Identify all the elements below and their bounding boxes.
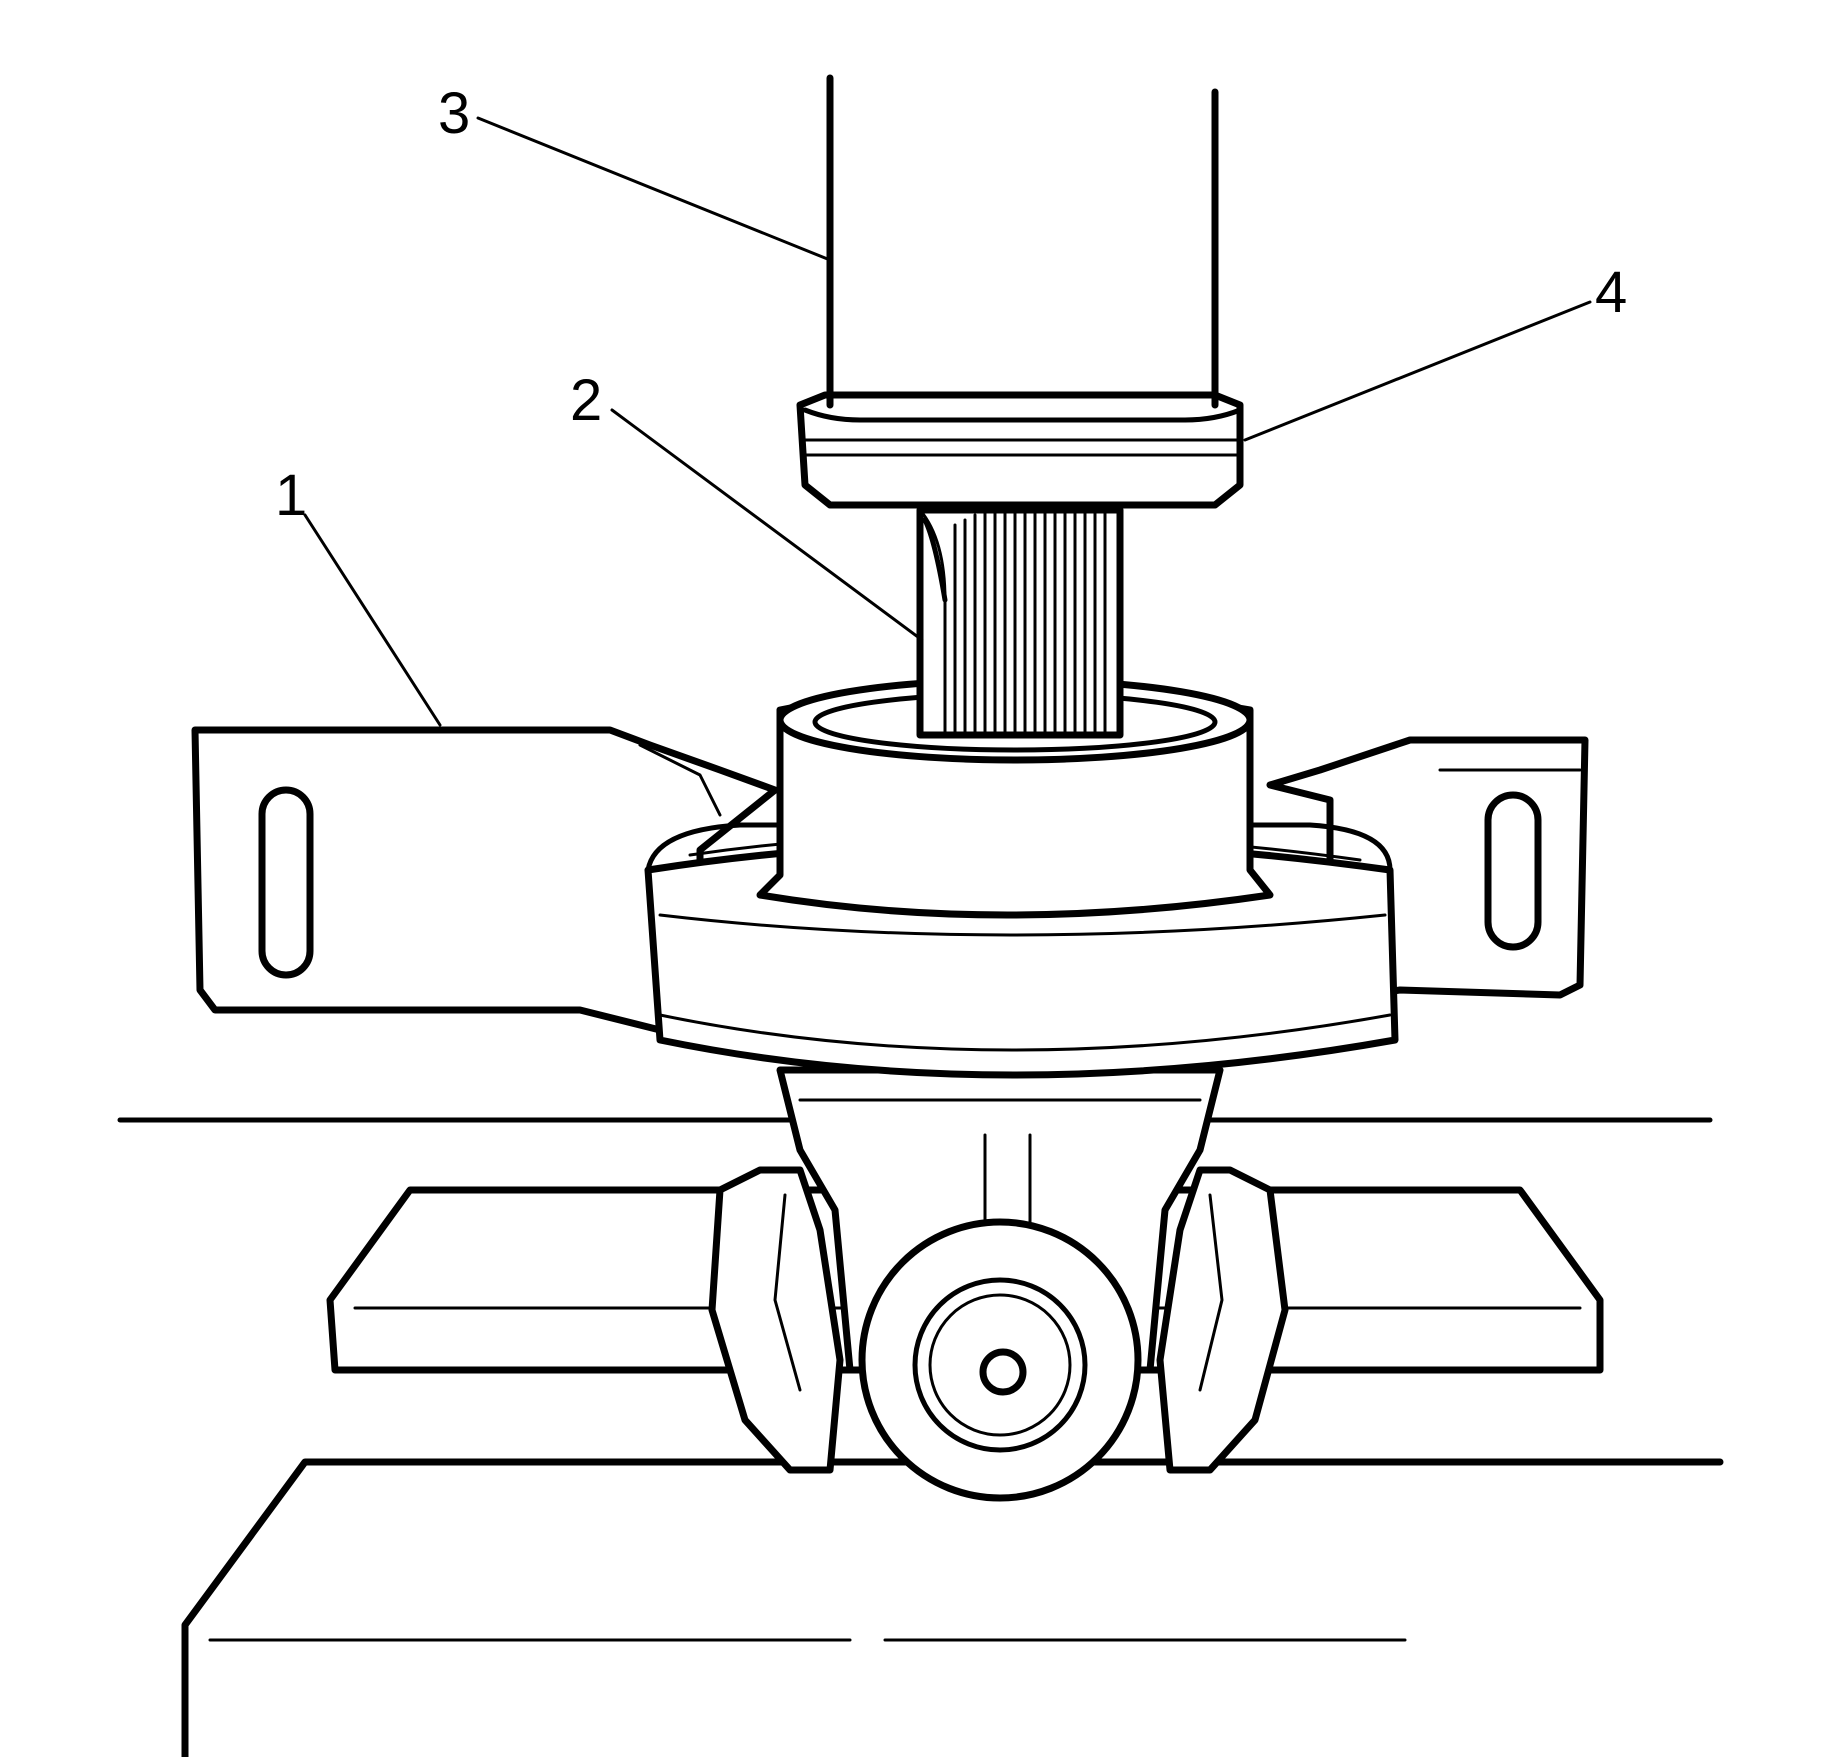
- callout-4: 4: [1595, 260, 1627, 325]
- callout-1: 1: [275, 463, 307, 528]
- callouts: 1 2 3 4: [275, 81, 1627, 528]
- leader-line-4: [1243, 300, 1592, 442]
- leader-lines: [303, 116, 1592, 727]
- yoke: [708, 1066, 1289, 1502]
- press-ram: [826, 74, 1219, 409]
- adapter-ring: [796, 391, 1244, 509]
- callout-2: 2: [570, 368, 602, 433]
- leader-line-2: [610, 408, 924, 642]
- leader-line-1: [303, 513, 442, 727]
- leader-line-3: [476, 116, 832, 262]
- callout-3: 3: [438, 81, 470, 146]
- splined-shaft: [916, 506, 1124, 739]
